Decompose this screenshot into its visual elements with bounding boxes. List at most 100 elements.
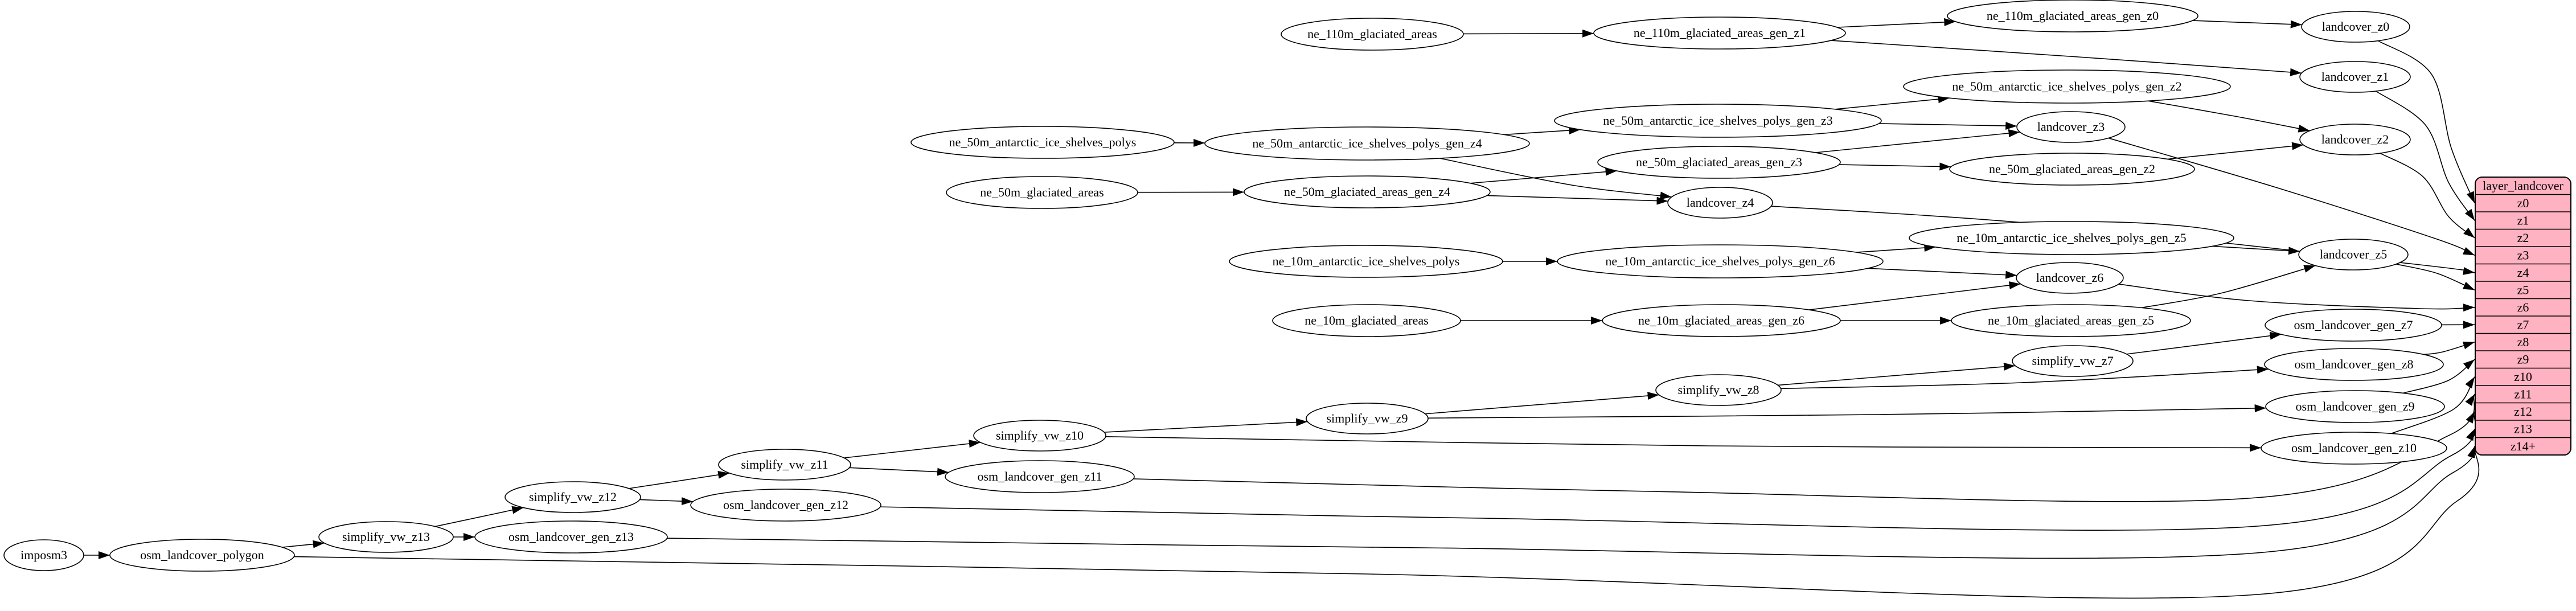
edge-simplify-vw-z9-to-osm-landcover-gen-z9 [1428, 404, 2266, 419]
node-ne-50m-antarctic-ice-shelves-polys: ne_50m_antarctic_ice_shelves_polys [910, 126, 1175, 159]
table-layer: layer_landcoverz0z1z2z3z4z5z6z7z8z9z10z1… [2475, 177, 2571, 456]
edge-landcover-z3-to-layer-landcover-z3 [2108, 137, 2475, 256]
edges-layer [84, 18, 2480, 599]
node-ellipse [1951, 304, 2191, 337]
node-ne-50m-glaciated-areas: ne_50m_glaciated_areas [946, 176, 1138, 209]
node-ellipse [1281, 18, 1464, 51]
node-label: osm_landcover_gen_z9 [2296, 399, 2415, 413]
node-label: ne_50m_antarctic_ice_shelves_polys_gen_z… [1952, 79, 2181, 93]
node-label: ne_50m_glaciated_areas_gen_z4 [1284, 184, 1450, 199]
edge-ne-50m-antarctic-ice-shelves-polys-gen-z4-to-landcover-z4 [1439, 158, 1672, 200]
table-layer-landcover: layer_landcoverz0z1z2z3z4z5z6z7z8z9z10z1… [2475, 177, 2571, 456]
node-label: imposm3 [20, 548, 67, 562]
edge-ne-50m-glaciated-areas-gen-z3-to-ne-50m-glaciated-areas-gen-z2 [1839, 162, 1951, 171]
table-row-z2: z2 [2517, 231, 2529, 245]
table-header-label: layer_landcover [2483, 178, 2563, 192]
edge-ne-50m-glaciated-areas-gen-z4-to-landcover-z4 [1487, 195, 1668, 205]
node-ellipse [973, 420, 1106, 452]
node-simplify-vw-z9: simplify_vw_z9 [1306, 403, 1429, 434]
node-label: osm_landcover_gen_z10 [2291, 441, 2417, 455]
node-label: ne_110m_glaciated_areas_gen_z0 [1987, 9, 2159, 23]
node-osm-landcover-gen-z13: osm_landcover_gen_z13 [474, 520, 668, 553]
node-ne-10m-glaciated-areas-gen-z6: ne_10m_glaciated_areas_gen_z6 [1602, 304, 1841, 337]
node-ne-50m-glaciated-areas-gen-z3: ne_50m_glaciated_areas_gen_z3 [1597, 146, 1841, 179]
node-ellipse [910, 126, 1175, 159]
edge-osm-landcover-gen-z9-to-layer-landcover-z9 [2403, 359, 2475, 394]
node-simplify-vw-z8: simplify_vw_z8 [1655, 374, 1782, 406]
table-row-z4: z4 [2517, 265, 2529, 280]
node-ellipse [1655, 374, 1782, 406]
node-label: simplify_vw_z10 [996, 428, 1084, 442]
node-label: simplify_vw_z11 [741, 457, 828, 471]
edge-osm-landcover-gen-z12-to-layer-landcover-z12 [880, 411, 2476, 531]
table-row-z1: z1 [2517, 213, 2529, 227]
node-label: ne_50m_glaciated_areas_gen_z3 [1636, 155, 1802, 169]
node-label: osm_landcover_gen_z12 [723, 498, 848, 512]
edge-ne-50m-antarctic-ice-shelves-polys-gen-z3-to-landcover-z3 [1878, 121, 2017, 130]
node-ne-10m-glaciated-areas: ne_10m_glaciated_areas [1272, 304, 1461, 337]
edge-ne-10m-antarctic-ice-shelves-polys-gen-z6-to-landcover-z6 [1868, 268, 2017, 279]
node-ellipse [1667, 187, 1773, 219]
node-label: landcover_z0 [2322, 19, 2390, 34]
edge-ne-10m-antarctic-ice-shelves-polys-gen-z6-to-ne-10m-antarctic-ice-shelves-polys-gen-z5 [1856, 244, 1936, 253]
edge-landcover-z0-to-layer-landcover-z0 [2377, 40, 2475, 204]
node-ellipse [1306, 403, 1429, 434]
node-osm-landcover-gen-z12: osm_landcover_gen_z12 [690, 489, 881, 522]
node-ellipse [109, 539, 295, 572]
node-ellipse [1229, 245, 1503, 278]
edge-osm-landcover-polygon-to-simplify-vw-z13 [282, 540, 325, 548]
node-ellipse [1557, 244, 1884, 278]
edge-ne-110m-glaciated-areas-gen-z0-to-landcover-z0 [2192, 20, 2302, 28]
node-ellipse [2299, 124, 2411, 155]
edge-ne-110m-glaciated-areas-gen-z1-to-ne-110m-glaciated-areas-gen-z0 [1837, 18, 1956, 28]
edge-landcover-z5-to-layer-landcover-z5 [2395, 264, 2475, 290]
edge-simplify-vw-z7-to-osm-landcover-gen-z7 [2126, 331, 2282, 355]
node-ellipse [1554, 104, 1882, 138]
node-ellipse [1597, 146, 1841, 179]
node-label: osm_landcover_gen_z13 [508, 530, 634, 544]
node-ne-10m-antarctic-ice-shelves-polys-gen-z6: ne_10m_antarctic_ice_shelves_polys_gen_z… [1557, 244, 1884, 278]
table-row-z14plus: z14+ [2511, 439, 2536, 453]
node-ellipse [1272, 304, 1461, 337]
node-ne-50m-antarctic-ice-shelves-polys-gen-z3: ne_50m_antarctic_ice_shelves_polys_gen_z… [1554, 104, 1882, 138]
node-ellipse [1909, 221, 2234, 255]
edge-ne-10m-glaciated-areas-gen-z5-to-landcover-z5 [2141, 265, 2316, 309]
node-osm-landcover-gen-z7: osm_landcover_gen_z7 [2265, 309, 2442, 342]
node-ellipse [1204, 126, 1530, 161]
node-ellipse [2012, 345, 2134, 377]
node-landcover-z6: landcover_z6 [2016, 262, 2124, 294]
node-landcover-z5: landcover_z5 [2298, 239, 2409, 270]
node-ellipse [1244, 175, 1491, 208]
node-simplify-vw-z7: simplify_vw_z7 [2012, 345, 2134, 377]
edge-osm-landcover-gen-z10-to-layer-landcover-z10 [2391, 376, 2475, 434]
table-row-z8: z8 [2517, 335, 2529, 349]
node-ne-110m-glaciated-areas-gen-z1: ne_110m_glaciated_areas_gen_z1 [1593, 17, 1846, 50]
node-label: ne_10m_glaciated_areas_gen_z6 [1638, 313, 1804, 327]
node-ellipse [1903, 69, 2231, 104]
table-row-z7: z7 [2517, 317, 2529, 331]
node-ellipse [3, 539, 84, 571]
node-label: simplify_vw_z8 [1678, 383, 1759, 397]
edge-simplify-vw-z10-to-simplify-vw-z9 [1104, 418, 1308, 433]
node-simplify-vw-z10: simplify_vw_z10 [973, 420, 1106, 452]
node-ne-50m-antarctic-ice-shelves-polys-gen-z4: ne_50m_antarctic_ice_shelves_polys_gen_z… [1204, 126, 1530, 161]
node-osm-landcover-gen-z9: osm_landcover_gen_z9 [2265, 390, 2445, 423]
node-label: landcover_z6 [2036, 270, 2104, 285]
node-ellipse [1949, 153, 2195, 186]
node-label: ne_10m_antarctic_ice_shelves_polys_gen_z… [1956, 231, 2186, 245]
node-label: ne_50m_antarctic_ice_shelves_polys_gen_z… [1252, 136, 1482, 150]
node-label: osm_landcover_gen_z8 [2295, 357, 2414, 371]
node-label: ne_110m_glaciated_areas_gen_z1 [1634, 26, 1806, 40]
edge-landcover-z2-to-layer-landcover-z2 [2380, 153, 2475, 239]
node-imposm3: imposm3 [3, 539, 84, 571]
node-ne-50m-antarctic-ice-shelves-polys-gen-z2: ne_50m_antarctic_ice_shelves_polys_gen_z… [1903, 69, 2231, 104]
node-landcover-z0: landcover_z0 [2301, 11, 2410, 43]
node-label: osm_landcover_gen_z11 [977, 469, 1102, 483]
node-ellipse [718, 449, 851, 481]
node-ellipse [2261, 432, 2447, 465]
edge-simplify-vw-z10-to-osm-landcover-gen-z10 [1105, 436, 2262, 452]
node-label: ne_10m_glaciated_areas_gen_z5 [1988, 313, 2154, 327]
edge-osm-landcover-gen-z13-to-layer-landcover-z13 [667, 428, 2477, 559]
